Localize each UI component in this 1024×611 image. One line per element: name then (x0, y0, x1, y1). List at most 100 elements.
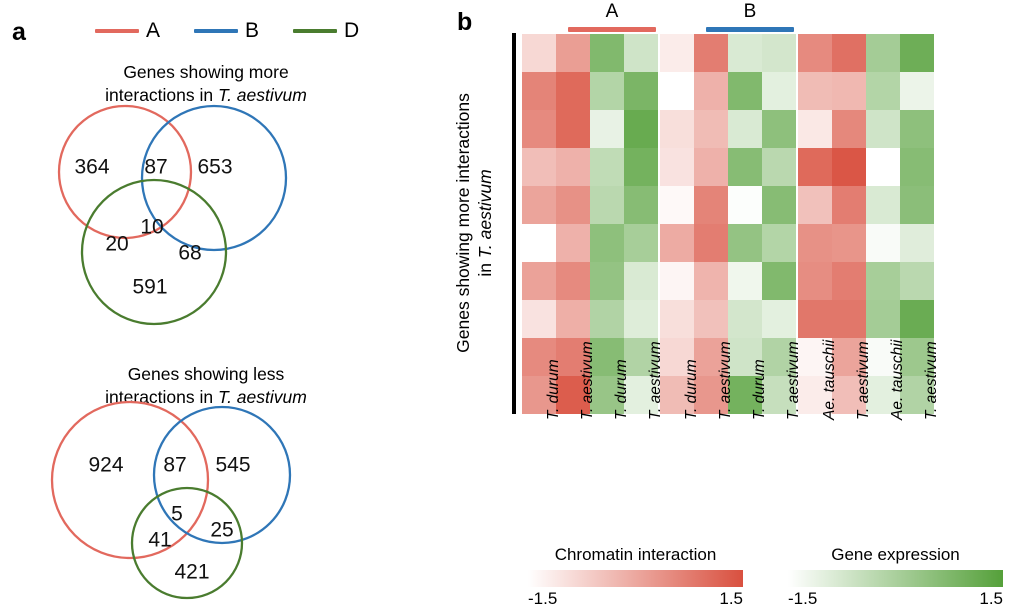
column-label-species: durum (751, 359, 768, 404)
gene-expression-colorbar: Gene expression -1.5 1.5 (788, 545, 1003, 609)
venn-bottom-value-ab: 87 (163, 454, 186, 477)
column-label-genus: T. (647, 403, 664, 420)
heatmap-cell (900, 72, 934, 110)
legend-entry-b: B (194, 20, 259, 41)
chromatin-colorbar-max: 1.5 (719, 589, 743, 608)
heatmap-cell (900, 338, 934, 376)
heatmap-cell (832, 376, 866, 414)
heatmap-block-D-chromatin-interaction (798, 34, 866, 414)
heatmap-cell (556, 338, 590, 376)
column-label-genus: T. (545, 403, 562, 420)
heatmap-ylabel-line1: Genes showing more interactions (453, 93, 473, 353)
heatmap-cell (728, 72, 762, 110)
heatmap-cell (798, 186, 832, 224)
heatmap-cell (798, 34, 832, 72)
venn-top-value-ad: 20 (105, 233, 128, 256)
heatmap-cell (900, 34, 934, 72)
heatmap-cell (798, 338, 832, 376)
column-label-species: aestivum (647, 341, 664, 404)
heatmap-cell (900, 262, 934, 300)
column-label-species: aestivum (785, 341, 802, 404)
heatmap-cell (866, 72, 900, 110)
heatmap-column-label: T. durum (751, 359, 769, 420)
heatmap-cell (590, 34, 624, 72)
heatmap-cell (798, 262, 832, 300)
heatmap-cell (556, 34, 590, 72)
heatmap-cell (762, 338, 796, 376)
group-header-b-label: B (743, 1, 757, 22)
heatmap-cell (728, 338, 762, 376)
heatmap-cell (900, 300, 934, 338)
heatmap-cell (694, 338, 728, 376)
column-label-genus: T. (751, 403, 768, 420)
heatmap-ylabel-wrap: Genes showing more interactions in T. ae… (448, 32, 500, 414)
heatmap-cell (660, 224, 694, 262)
venn-bottom-value-b-only: 545 (215, 454, 250, 477)
heatmap-cell (728, 110, 762, 148)
heatmap-cell (624, 72, 658, 110)
heatmap-column-label: T. durum (613, 359, 631, 420)
heatmap-cell (694, 148, 728, 186)
heatmap-cell (900, 110, 934, 148)
heatmap-cell (660, 186, 694, 224)
heatmap-cell (762, 300, 796, 338)
heatmap-cell (832, 338, 866, 376)
heatmap-cell (590, 262, 624, 300)
heatmap-cell (590, 110, 624, 148)
chromatin-interaction-colorbar-gradient (528, 570, 743, 587)
column-label-species: aestivum (579, 341, 596, 404)
venn-top-value-d-only: 591 (132, 276, 167, 299)
venn-top-circle-d (80, 178, 228, 326)
heatmap-cell (624, 376, 658, 414)
heatmap-cell (624, 300, 658, 338)
venn-bottom-title-species: T. aestivum (218, 387, 307, 407)
venn-top-value-a-only: 364 (74, 156, 109, 179)
heatmap-cell (660, 262, 694, 300)
heatmap-cell (694, 72, 728, 110)
heatmap-cell (900, 148, 934, 186)
venn-bottom-value-abd: 5 (171, 503, 183, 526)
heatmap-cell (694, 34, 728, 72)
gene-expression-colorbar-ticks: -1.5 1.5 (788, 589, 1003, 609)
venn-bottom-value-ad: 41 (148, 529, 171, 552)
heatmap-cell (866, 186, 900, 224)
venn-bottom-value-bd: 25 (210, 519, 233, 542)
heatmap-cell (798, 300, 832, 338)
heatmap-cell (832, 110, 866, 148)
legend-label-a: A (146, 19, 161, 42)
venn-bottom-title: Genes showing less interactions in T. ae… (41, 363, 371, 409)
heatmap-cell (694, 224, 728, 262)
heatmap-cell (522, 148, 556, 186)
venn-bottom-circle-d (130, 486, 244, 600)
heatmap-cell (832, 224, 866, 262)
heatmap-column-label: T. aestivum (647, 341, 665, 420)
panel-b: A B Genes showing more interactions in T… (450, 0, 1024, 611)
heatmap-column-label: T. aestivum (579, 341, 597, 420)
heatmap-cell (522, 72, 556, 110)
legend-line-d (293, 28, 338, 33)
column-label-species: durum (545, 359, 562, 404)
heatmap-cell (522, 110, 556, 148)
heatmap-block-D-gene-expression (866, 34, 934, 414)
group-header-b: B (706, 2, 794, 32)
heatmap-cell (762, 376, 796, 414)
heatmap-cell (556, 224, 590, 262)
heatmap-block-A-chromatin-interaction (522, 34, 590, 414)
group-header-b-bar (706, 27, 794, 32)
heatmap-cell (556, 72, 590, 110)
venn-bottom-circle-a (50, 400, 210, 560)
heatmap-cell (624, 262, 658, 300)
legend-line-a (95, 28, 139, 33)
heatmap-cell (556, 376, 590, 414)
column-label-genus: T. (717, 403, 734, 420)
venn-bottom-title-line1: Genes showing less (127, 364, 285, 384)
heatmap-cell (590, 300, 624, 338)
heatmap-cell (866, 224, 900, 262)
heatmap-cell (694, 300, 728, 338)
heatmap-column-label: Ae. tauschii (821, 340, 839, 420)
heatmap-cell (798, 110, 832, 148)
heatmap-block-A-gene-expression (590, 34, 658, 414)
heatmap-cell (590, 148, 624, 186)
heatmap-cell (762, 110, 796, 148)
column-label-species: durum (613, 359, 630, 404)
